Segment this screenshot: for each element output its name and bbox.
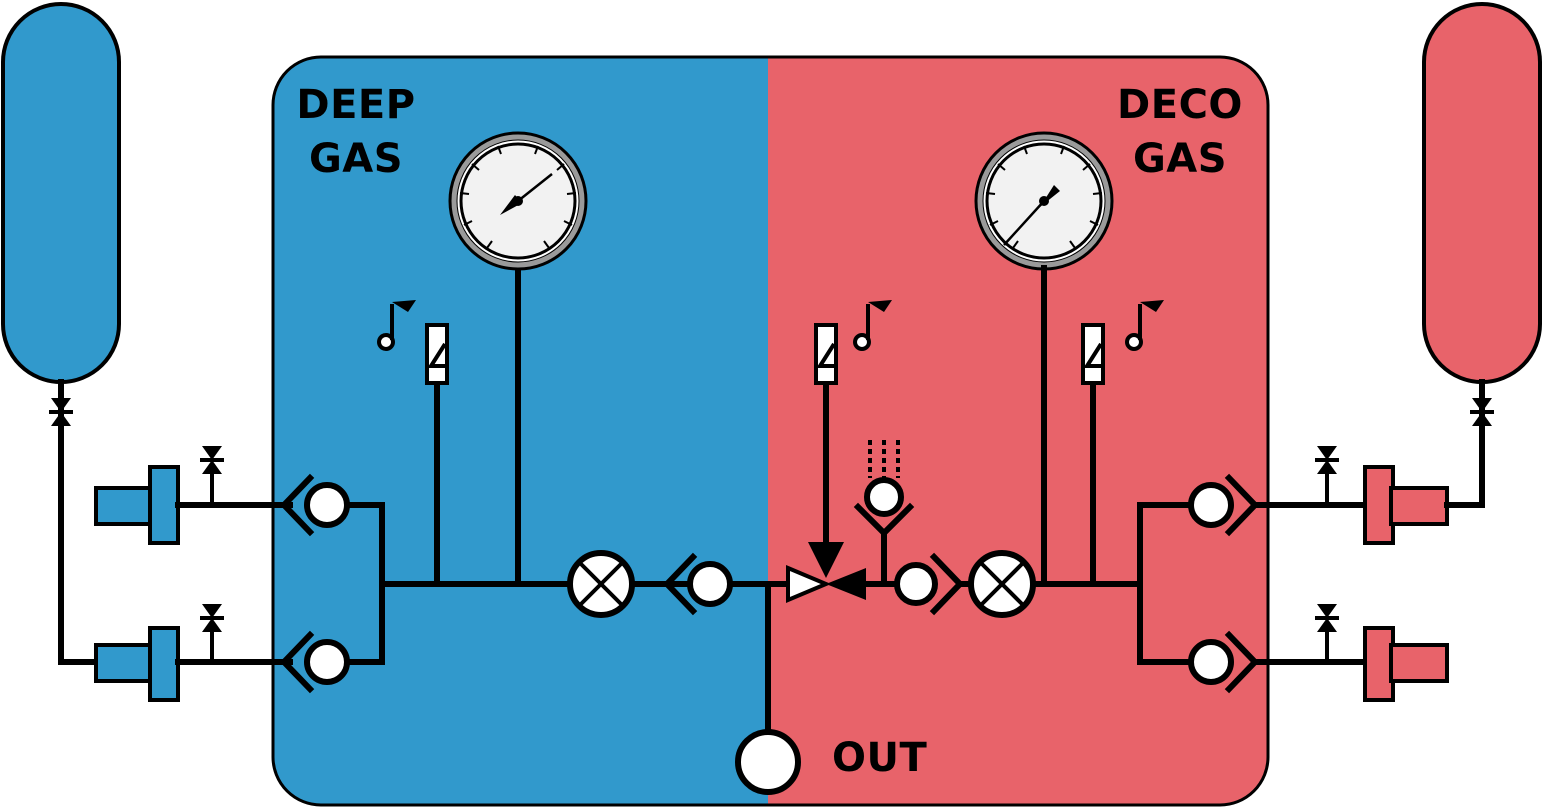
deco-gas-label-line2: GAS: [1132, 136, 1228, 182]
deco-main-line: [863, 265, 1143, 618]
deco-check-valve-top-icon[interactable]: [1188, 482, 1234, 528]
deco-pressure-gauge-icon: [974, 131, 1114, 271]
deep-regulator-top-icon[interactable]: [94, 486, 154, 526]
deco-regulator-bottom-body: [1363, 626, 1395, 702]
deep-gas-label-line1: DEEP: [296, 82, 416, 128]
deep-outlet-check-valve-icon[interactable]: [687, 561, 733, 607]
deep-check-valve-bottom-icon[interactable]: [304, 639, 350, 685]
deep-cylinder-piping: [47, 379, 101, 665]
deco-bleed-valve-top-icon[interactable]: [1313, 444, 1341, 476]
deep-cylinder-valve-icon[interactable]: [47, 396, 75, 428]
deco-gas-label-line1: DECO: [1117, 82, 1243, 128]
deco-regulators: [1252, 444, 1449, 702]
deco-bleed-valve-bottom-icon[interactable]: [1313, 602, 1341, 634]
deco-regulator-bottom-icon[interactable]: [1389, 643, 1449, 683]
deco-cylinder-icon: [1422, 2, 1542, 384]
deco-cylinder-piping: [1444, 379, 1496, 508]
deep-regulator-top-body: [148, 465, 180, 545]
deep-check-valve-top-icon[interactable]: [304, 482, 350, 528]
deco-gas-label: DECO GAS: [1110, 78, 1250, 186]
deep-pressure-gauge-icon: [448, 131, 588, 271]
deco-selector-branch: [808, 298, 894, 578]
deep-bleed-valve-top-icon[interactable]: [198, 444, 226, 476]
deco-selector-switch-icon: [814, 323, 838, 385]
deco-regulator-top-icon[interactable]: [1389, 486, 1449, 526]
outlet: [735, 581, 801, 795]
panel-border: [271, 55, 1270, 807]
deep-regulators: [94, 444, 293, 702]
outlet-icon[interactable]: [735, 729, 801, 795]
deep-bleed-valve-bottom-icon[interactable]: [198, 602, 226, 634]
deco-cylinder-valve-icon[interactable]: [1468, 396, 1496, 428]
deep-gas-label-line2: GAS: [308, 136, 404, 182]
three-way-valve-icon[interactable]: [786, 564, 866, 604]
outlet-label: OUT: [832, 735, 928, 781]
deco-pressure-switch-icon: [1081, 323, 1105, 385]
deco-check-valve-bottom-icon[interactable]: [1188, 639, 1234, 685]
deep-cylinder-icon: [1, 2, 121, 384]
deco-check-valve-icon[interactable]: [894, 562, 938, 606]
deep-main-line: [379, 265, 793, 618]
deco-regulator-top-body: [1363, 465, 1395, 545]
deep-pressure-switch-icon: [425, 323, 449, 385]
relief-vent-icon: [853, 440, 915, 587]
deep-regulator-bottom-icon[interactable]: [94, 643, 154, 683]
deep-regulator-bottom-body: [148, 626, 180, 702]
deep-gas-label: DEEP GAS: [296, 78, 416, 186]
